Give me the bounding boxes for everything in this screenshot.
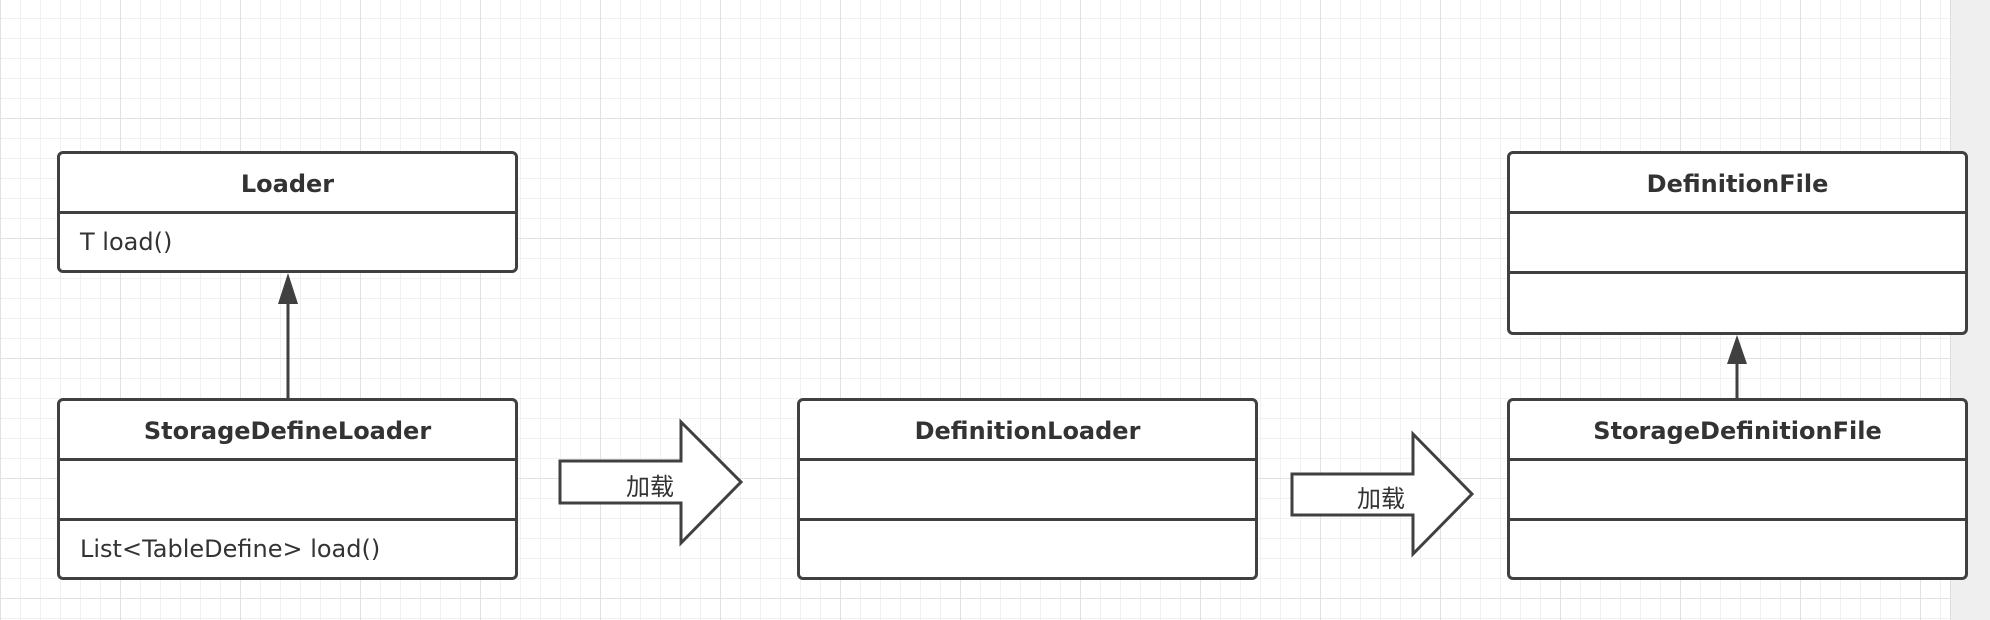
- class-name: DefinitionFile: [1510, 154, 1965, 214]
- class-methods: [800, 521, 1255, 577]
- class-storage-definition-file[interactable]: StorageDefinitionFile: [1507, 398, 1968, 580]
- class-attributes: [1510, 461, 1965, 521]
- load-arrow-1: [558, 418, 744, 547]
- class-name: StorageDefinitionFile: [1510, 401, 1965, 461]
- load-arrow-2-label: 加载: [1357, 485, 1405, 513]
- class-name: Loader: [60, 154, 515, 214]
- class-attributes: [1510, 214, 1965, 274]
- class-methods: T load(): [80, 228, 173, 256]
- class-definition-loader[interactable]: DefinitionLoader: [797, 398, 1258, 580]
- class-attributes: [800, 461, 1255, 521]
- load-arrow-1-label: 加载: [626, 473, 674, 501]
- load-arrow-2: [1290, 430, 1475, 558]
- class-attributes: [60, 461, 515, 521]
- class-methods: List<TableDefine> load(): [80, 535, 381, 563]
- class-name: DefinitionLoader: [800, 401, 1255, 461]
- class-definition-file[interactable]: DefinitionFile: [1507, 151, 1968, 335]
- class-loader[interactable]: Loader T load(): [57, 151, 518, 273]
- class-name: StorageDefineLoader: [60, 401, 515, 461]
- inheritance-arrow-definition-file: [1727, 335, 1747, 398]
- inheritance-arrow-loader: [278, 273, 298, 398]
- class-methods: [1510, 521, 1965, 577]
- class-storage-define-loader[interactable]: StorageDefineLoader List<TableDefine> lo…: [57, 398, 518, 580]
- class-methods: [1510, 274, 1965, 332]
